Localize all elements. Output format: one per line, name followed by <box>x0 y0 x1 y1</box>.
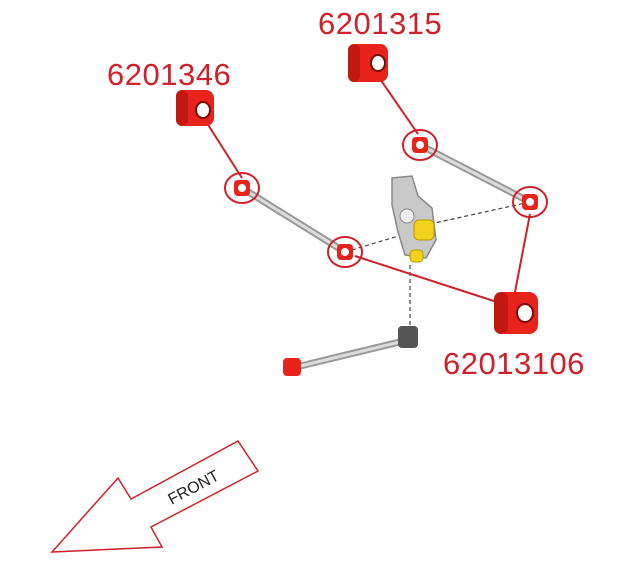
upper-rear-arm <box>238 184 349 256</box>
location-circle <box>402 129 438 161</box>
leader-lines <box>204 75 531 304</box>
location-circle <box>512 186 548 218</box>
bushing-6201346 <box>176 90 214 126</box>
front-arrow-icon <box>50 440 260 553</box>
lower-arm <box>283 326 418 376</box>
bushing-62013106 <box>494 292 538 334</box>
location-circle <box>224 172 260 204</box>
knuckle <box>391 175 437 263</box>
upper-front-arm <box>416 141 534 206</box>
knuckle-bushing-lower <box>409 249 424 263</box>
part-number-top: 6201315 <box>318 6 443 41</box>
part-number-right: 62013106 <box>443 346 585 381</box>
lower-arm-bushing <box>283 358 301 376</box>
bushing-6201315 <box>348 44 388 82</box>
location-circle <box>327 236 363 268</box>
lower-arm-mount <box>398 326 418 348</box>
part-number-left: 6201346 <box>107 57 232 92</box>
knuckle-bushing-upper <box>413 219 435 241</box>
bushing-locations <box>224 129 548 268</box>
